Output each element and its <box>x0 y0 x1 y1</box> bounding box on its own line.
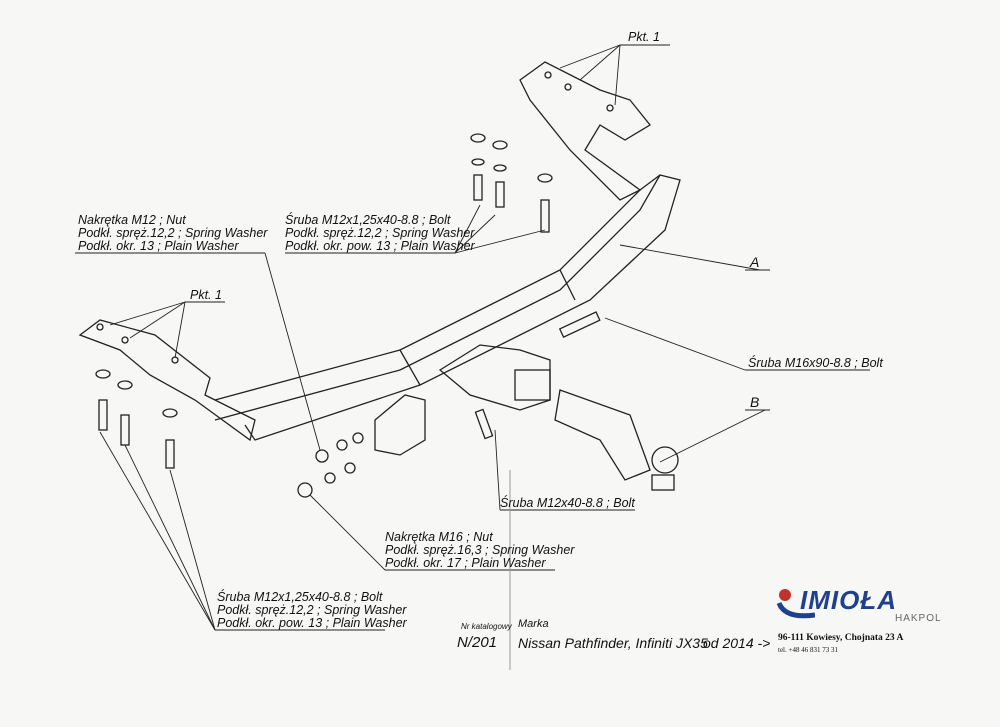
nuts <box>297 432 364 498</box>
left-bracket <box>78 319 256 442</box>
label-line: Podkł. okr. 17 ; Plain Washer <box>385 556 546 570</box>
socket-plate <box>374 394 426 456</box>
company-logo: IMIOŁA HAKPOL <box>775 585 945 625</box>
part-b-label: B <box>750 394 760 410</box>
label-line: Nakrętka M12 ; Nut <box>78 213 186 227</box>
logo-subtext: HAKPOL <box>895 613 942 624</box>
logo-text: IMIOŁA <box>800 585 897 615</box>
crossbar <box>214 174 681 441</box>
bolts-top <box>470 133 553 233</box>
label-line: Śruba M12x1,25x40-8.8 ; Bolt <box>217 590 383 604</box>
label-line: Podkł. spręż.16,3 ; Spring Washer <box>385 543 575 557</box>
bolt-m12x40 <box>474 408 494 440</box>
label-line: Nakrętka M16 ; Nut <box>385 530 493 544</box>
right-bracket <box>519 61 651 201</box>
pkt1-left-label: Pkt. 1 <box>190 288 222 302</box>
company-phone: tel. +48 46 831 73 31 <box>778 646 838 654</box>
vehicle-brand: Nissan Pathfinder, Infiniti JX35 <box>518 635 708 651</box>
bolt-m16 <box>558 311 601 338</box>
label-line: Podkł. okr. pow. 13 ; Plain Washer <box>285 239 475 253</box>
label-line: Podkł. okr. pow. 13 ; Plain Washer <box>217 616 407 630</box>
leader-lines <box>75 44 870 631</box>
bolt-m12-top-label: Śruba M12x1,25x40-8.8 ; Bolt Podkł. sprę… <box>285 214 475 253</box>
brand-caption: Marka <box>518 618 549 630</box>
nut-m16-label: Nakrętka M16 ; Nut Podkł. spręż.16,3 ; S… <box>385 531 574 570</box>
logo-swoosh-icon <box>776 589 815 619</box>
company-address: 96-111 Kowiesy, Chojnata 23 A <box>778 633 904 643</box>
receiver <box>438 344 679 491</box>
vehicle-year: od 2014 -> <box>703 635 771 651</box>
pkt1-top-label: Pkt. 1 <box>628 30 660 44</box>
bolt-m16-label: Śruba M16x90-8.8 ; Bolt <box>748 356 883 370</box>
catalog-number-caption: Nr katalogowy <box>461 622 512 631</box>
bolt-m12-bottom-label: Śruba M12x1,25x40-8.8 ; Bolt Podkł. sprę… <box>217 591 407 630</box>
label-line: Podkł. okr. 13 ; Plain Washer <box>78 239 239 253</box>
nut-m12-label: Nakrętka M12 ; Nut Podkł. spręż.12,2 ; S… <box>78 214 267 253</box>
label-line: Podkł. spręż.12,2 ; Spring Washer <box>217 603 407 617</box>
label-line: Podkł. spręż.12,2 ; Spring Washer <box>285 226 475 240</box>
bolt-m12x40-label: Śruba M12x40-8.8 ; Bolt <box>500 496 635 510</box>
bolts-left <box>95 369 178 469</box>
catalog-number: N/201 <box>457 634 498 651</box>
part-a-label: A <box>750 254 760 270</box>
label-line: Śruba M12x1,25x40-8.8 ; Bolt <box>285 213 451 227</box>
label-line: Podkł. spręż.12,2 ; Spring Washer <box>78 226 268 240</box>
